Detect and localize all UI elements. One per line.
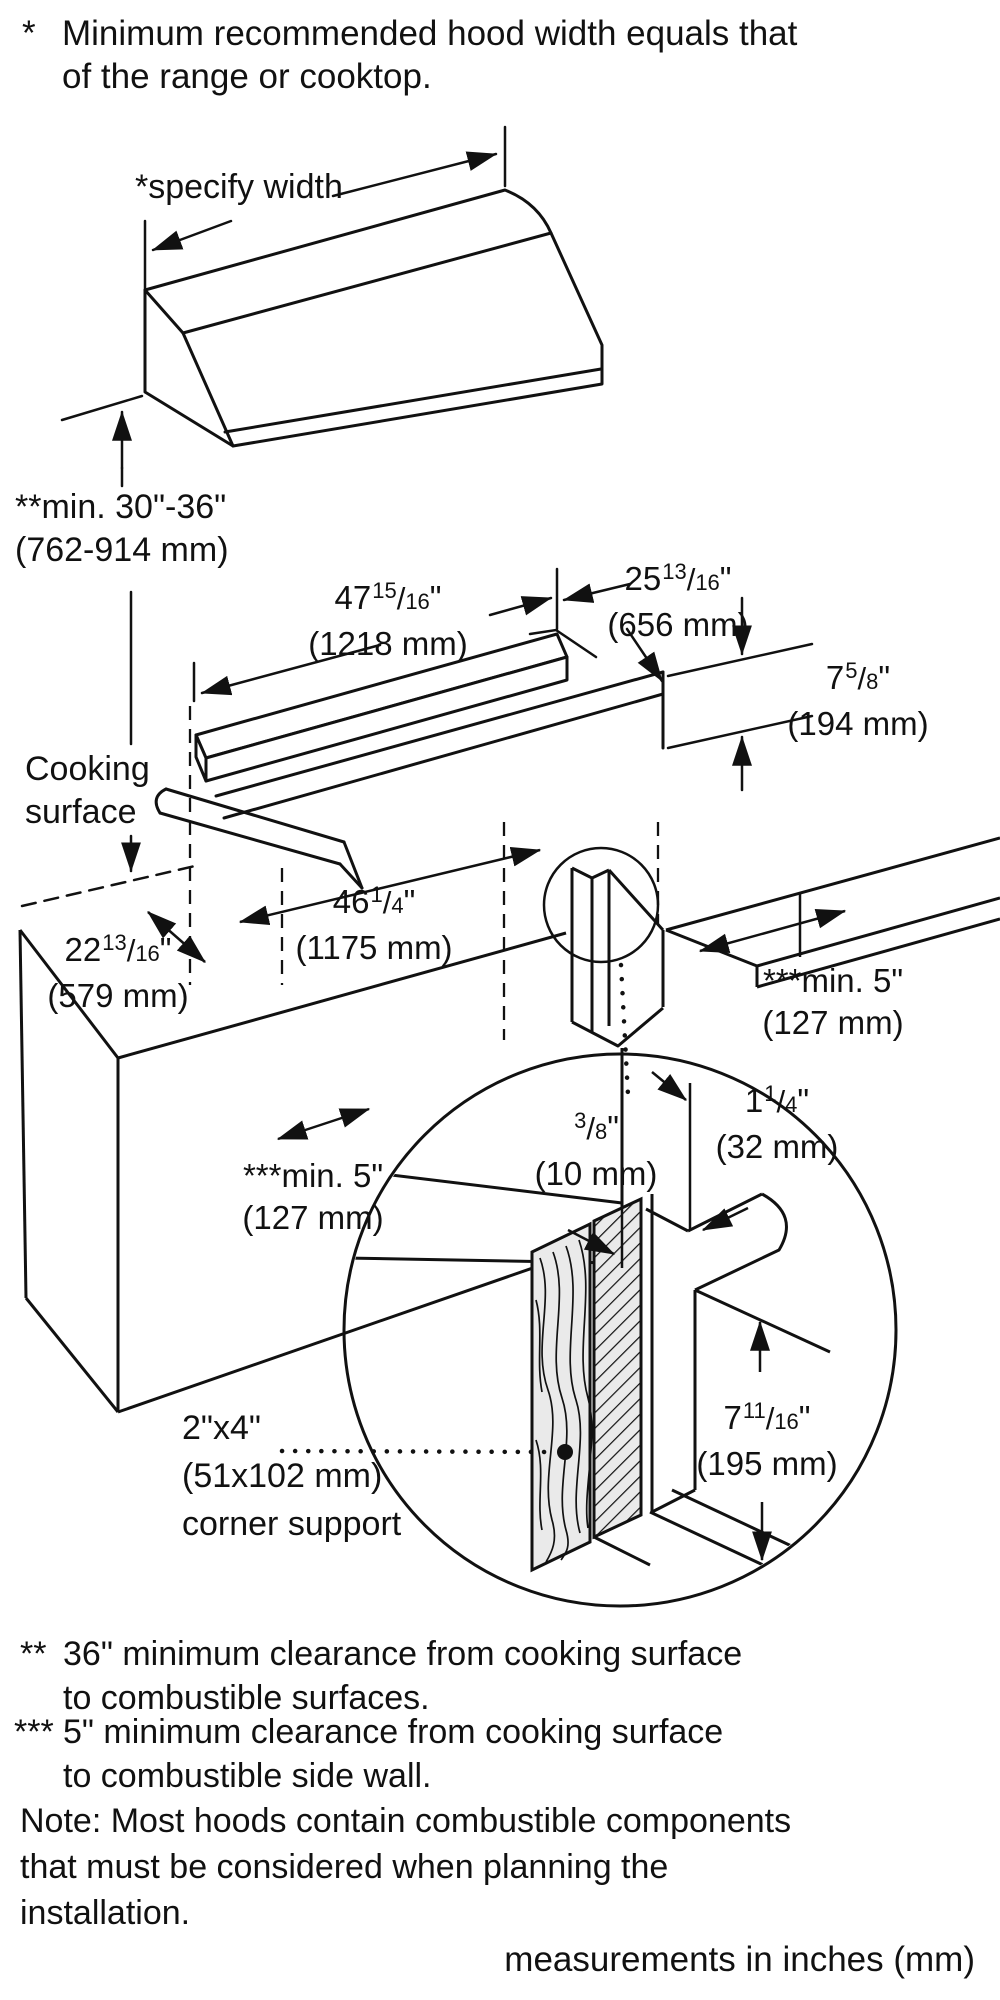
units-footer: measurements in inches (mm) — [504, 1940, 975, 1979]
dim-counter-depth: 2213/16" (579 mm) — [47, 930, 189, 1014]
hood-height-label: **min. 30"-36" (762-914 mm) — [15, 488, 229, 569]
footnote-double-star: ** 36" minimum clearance from cooking su… — [20, 1635, 743, 1717]
top-note-text: Minimum recommended hood width equals th… — [62, 14, 798, 96]
bottom-note: Note: Most hoods contain combustible com… — [20, 1802, 792, 1932]
dim-min-side-left: ***min. 5" (127 mm) — [242, 1157, 384, 1236]
specify-width-label: *specify width — [135, 168, 343, 206]
dim-depth-top: 2513/16" (656 mm) — [607, 559, 749, 643]
detail-circle — [342, 1052, 898, 1608]
leader-dot — [557, 1444, 573, 1460]
cooking-surface-label: Cooking surface — [25, 750, 150, 831]
dim-gap-back: 3/8" (10 mm) — [534, 1108, 658, 1192]
cutout-width-dimension — [238, 846, 542, 926]
shelf — [214, 670, 665, 820]
corner-support-leader — [279, 1448, 555, 1455]
dim-width-top: 4715/16" (1218 mm) — [308, 578, 468, 662]
dim-shelf-height: 75/8" (194 mm) — [787, 658, 929, 742]
min-side-right-dimension — [698, 894, 847, 957]
downdraft-slab — [194, 632, 569, 783]
width-top-dimension — [192, 567, 598, 703]
left-counter — [154, 787, 364, 890]
stud-hatch — [592, 1196, 643, 1540]
dim-support-height: 711/16" (195 mm) — [696, 1398, 838, 1482]
dim-gap-side: 11/4" (32 mm) — [715, 1081, 839, 1165]
hood-drawing — [60, 125, 604, 488]
depth-top-dimension — [562, 582, 664, 683]
wood-grain-lines — [535, 1239, 593, 1563]
detail-content — [346, 1071, 831, 1574]
top-note-marker: * — [22, 14, 36, 53]
hood-height-dimension — [20, 590, 197, 908]
shelf-height-dimension — [666, 596, 814, 792]
min-side-left-dimension — [276, 1107, 371, 1141]
corner-support-label: 2"x4" (51x102 mm) corner support — [182, 1409, 402, 1543]
top-note: * Minimum recommended hood width equals … — [22, 12, 972, 98]
footnote-triple-star: *** 5" minimum clearance from cooking su… — [14, 1713, 724, 1795]
counter-depth-dimension — [147, 911, 206, 963]
dim-cutout-width: 461/4" (1175 mm) — [295, 882, 453, 966]
callout-source-circle — [542, 846, 660, 964]
dim-min-side-right: ***min. 5" (127 mm) — [762, 962, 904, 1041]
wall-corner — [570, 866, 665, 1048]
